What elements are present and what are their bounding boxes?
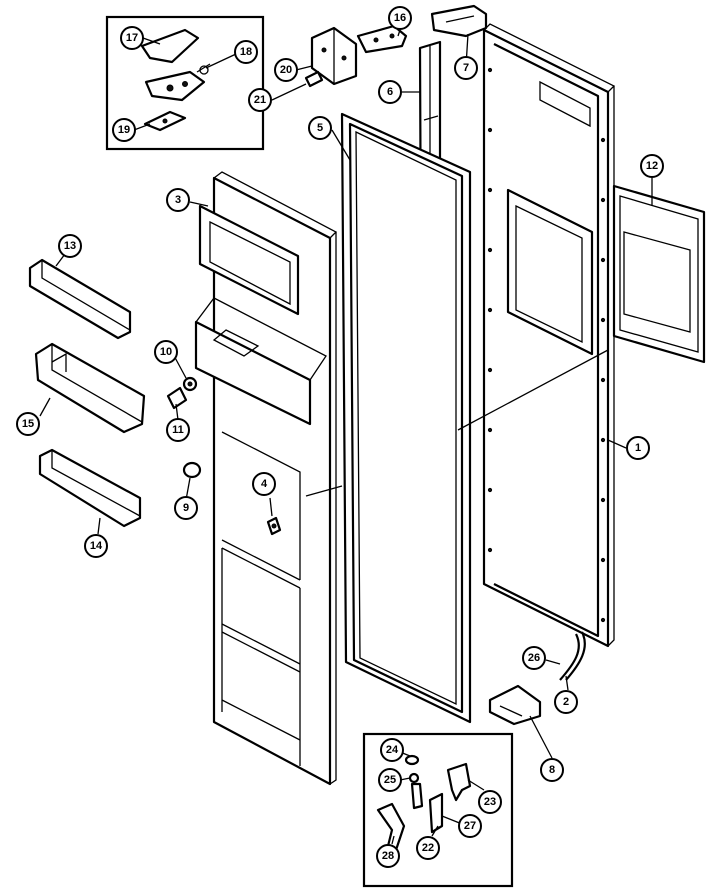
- callout-23: 23: [478, 790, 502, 814]
- svg-text:2: 2: [563, 696, 569, 708]
- callout-16: 16: [388, 6, 412, 30]
- callout-8: 8: [540, 758, 564, 782]
- callout-20: 20: [274, 58, 298, 82]
- svg-text:18: 18: [240, 46, 252, 58]
- door-gasket-part: [340, 112, 472, 724]
- svg-text:17: 17: [126, 32, 138, 44]
- callout-21: 21: [248, 88, 272, 112]
- svg-text:13: 13: [64, 240, 76, 252]
- svg-text:27: 27: [464, 820, 476, 832]
- callout-19: 19: [112, 118, 136, 142]
- callout-10: 10: [154, 340, 178, 364]
- callout-11: 11: [166, 418, 190, 442]
- svg-text:4: 4: [261, 478, 268, 490]
- button-9-part: [182, 461, 202, 479]
- callout-6: 6: [378, 80, 402, 104]
- bottom-hinge-inset-box: [362, 732, 514, 888]
- svg-text:25: 25: [384, 774, 396, 786]
- callout-9: 9: [174, 496, 198, 520]
- svg-text:28: 28: [382, 850, 394, 862]
- callout-5: 5: [308, 116, 332, 140]
- svg-text:6: 6: [387, 86, 393, 98]
- svg-text:23: 23: [484, 796, 496, 808]
- screw-10-part: [182, 376, 198, 392]
- callout-27: 27: [458, 814, 482, 838]
- callout-13: 13: [58, 234, 82, 258]
- svg-text:24: 24: [386, 744, 399, 756]
- callout-7: 7: [454, 56, 478, 80]
- callout-2: 2: [554, 690, 578, 714]
- hinge-bracket-part: [304, 26, 358, 88]
- svg-text:5: 5: [317, 122, 323, 134]
- screw-4-part: [266, 516, 282, 536]
- svg-text:9: 9: [183, 502, 189, 514]
- door-shelf-bin-part: [28, 258, 132, 340]
- callout-26: 26: [522, 646, 546, 670]
- svg-text:15: 15: [22, 418, 34, 430]
- svg-text:11: 11: [172, 424, 184, 436]
- hinge-cover-part: [430, 4, 488, 38]
- callout-4: 4: [252, 472, 276, 496]
- svg-text:1: 1: [635, 442, 641, 454]
- hinge-pin-part: [356, 24, 408, 54]
- door-panel-screw-holes: [487, 67, 606, 623]
- hinge-plate-part: [140, 28, 211, 132]
- svg-text:26: 26: [528, 652, 540, 664]
- lower-door-bin-part: [38, 448, 142, 528]
- outer-door-panel-part: [482, 23, 616, 648]
- svg-text:21: 21: [254, 94, 266, 106]
- callout-14: 14: [84, 534, 108, 558]
- dispenser-panel-part: [612, 184, 706, 364]
- callout-18: 18: [234, 40, 258, 64]
- callout-25: 25: [378, 768, 402, 792]
- bottom-hinge-cover-part: [488, 684, 542, 726]
- callout-24: 24: [380, 738, 404, 762]
- callout-28: 28: [376, 844, 400, 868]
- wire-harness-part: [559, 631, 586, 681]
- svg-text:22: 22: [422, 842, 434, 854]
- callout-1: 1: [626, 436, 650, 460]
- callout-3: 3: [166, 188, 190, 212]
- callout-12: 12: [640, 154, 664, 178]
- svg-text:12: 12: [646, 160, 658, 172]
- svg-text:16: 16: [394, 12, 406, 24]
- svg-text:20: 20: [280, 64, 292, 76]
- svg-text:7: 7: [463, 62, 469, 74]
- bottom-hinge-hardware: [376, 754, 472, 852]
- svg-text:3: 3: [175, 194, 181, 206]
- deep-door-bin-part: [34, 342, 146, 434]
- top-hinge-inset-box: [105, 15, 265, 151]
- callout-15: 15: [16, 412, 40, 436]
- svg-text:14: 14: [90, 540, 103, 552]
- svg-text:10: 10: [160, 346, 172, 358]
- svg-text:19: 19: [118, 124, 130, 136]
- svg-text:8: 8: [549, 764, 555, 776]
- callout-17: 17: [120, 26, 144, 50]
- clip-11-part: [166, 386, 188, 410]
- callout-22: 22: [416, 836, 440, 860]
